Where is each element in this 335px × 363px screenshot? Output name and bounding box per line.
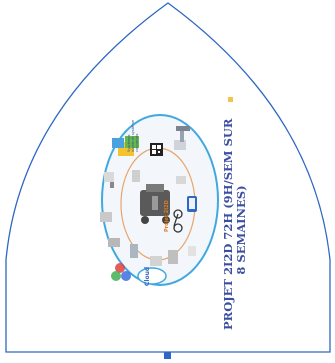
cloud-label: Cloud bbox=[144, 267, 151, 286]
phone-icon bbox=[187, 196, 197, 212]
qr-code bbox=[150, 143, 163, 156]
center-label: Projet 2I2D bbox=[164, 200, 170, 232]
cloud-icon bbox=[138, 268, 166, 284]
title-line-2: 8 SEMAINES) bbox=[235, 130, 248, 330]
systems-note: Systèmes objets et système connectés bbox=[127, 120, 140, 152]
slide-title: PROJET 2I2D 72H (9H/SEM SUR 8 SEMAINES) bbox=[222, 130, 248, 330]
bottom-marker bbox=[164, 352, 171, 359]
note-line-3: connectés bbox=[135, 120, 139, 152]
decor-mark bbox=[228, 97, 233, 102]
